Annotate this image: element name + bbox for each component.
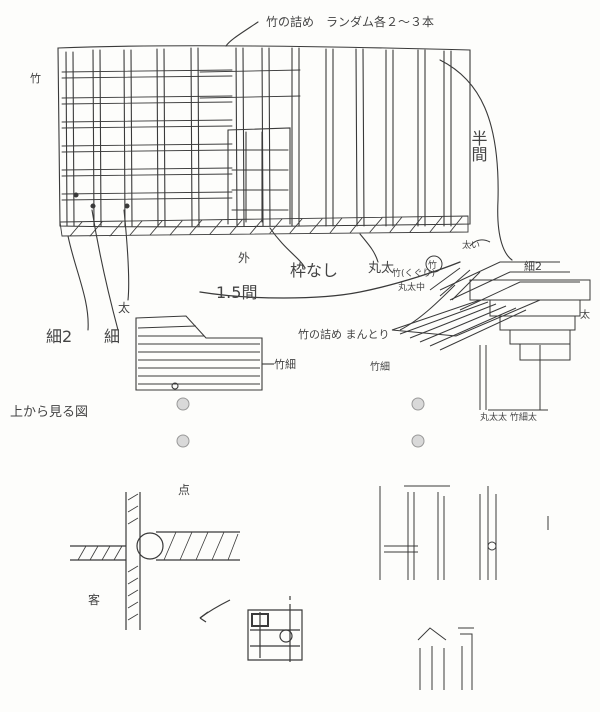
label-persp-bottom: 丸太太 竹細太	[480, 411, 537, 423]
label-persp-a: 竹(くぐり)	[392, 267, 435, 279]
label-top-view: 上から見る図	[10, 405, 88, 420]
label-bamboo-thin: 竹細	[274, 357, 296, 371]
label-persp-bamboo-thin: 竹細	[370, 360, 390, 373]
label-no-frame: 枠なし	[290, 261, 338, 280]
label-persp-circle: 竹	[428, 259, 437, 271]
binder-holes	[176, 397, 425, 448]
labels: 竹の詰め ランダム各２〜３本 竹 半間 外 1.5間 枠なし 丸太 細2 細 太…	[10, 14, 590, 607]
label-round-thick: 丸太	[368, 261, 394, 276]
door-opening	[227, 127, 291, 225]
label-persp-note: 竹の詰め まんとり	[298, 327, 390, 341]
lower-right-sketch	[379, 485, 549, 690]
horizontal-rails	[61, 69, 301, 201]
small-elevation	[135, 315, 274, 391]
base-log	[59, 215, 469, 237]
label-top-note: 竹の詰め ランダム各２〜３本	[266, 14, 434, 29]
label-persp-thick: 太	[580, 308, 590, 321]
label-persp-thin2: 細2	[524, 260, 542, 273]
label-thin-left: 細	[104, 327, 120, 346]
label-thick-left: 太	[118, 300, 130, 315]
perspective-detail	[391, 239, 591, 411]
label-dot: 点	[178, 483, 190, 497]
label-left-top: 竹	[30, 71, 41, 85]
label-outside: 外	[238, 251, 250, 265]
label-thin2-left: 細2	[46, 327, 72, 346]
label-persp-small: 太い	[462, 239, 480, 251]
label-persp-b: 丸太中	[398, 281, 425, 293]
fence-elevation	[57, 21, 513, 331]
label-half-ken: 半間	[469, 130, 488, 163]
label-guest: 客	[88, 592, 100, 607]
plan-view	[70, 492, 303, 662]
label-one-half-ken: 1.5間	[216, 283, 257, 302]
